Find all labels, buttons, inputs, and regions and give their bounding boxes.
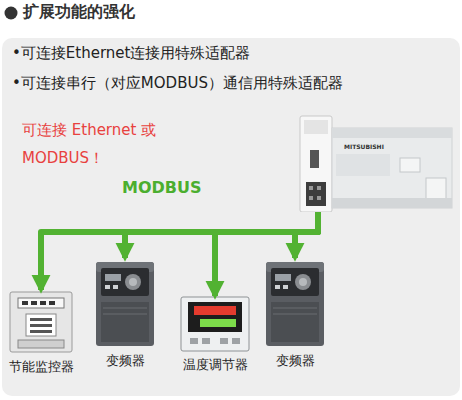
inverter: 变频器: [265, 258, 325, 348]
title-bullet: [5, 7, 18, 20]
device-caption: 节能监控器: [0, 358, 94, 376]
inverter: 变频器: [95, 258, 155, 348]
page-title: 扩展功能的强化: [23, 2, 135, 23]
plc-unit: MITSUBISHI: [296, 108, 454, 212]
device-caption: 变频器: [75, 352, 175, 370]
temperature-controller: 温度调节器: [180, 296, 250, 352]
gray-panel: [2, 38, 460, 396]
modbus-wire: [125, 212, 318, 258]
device-caption: 变频器: [245, 352, 345, 370]
inverter-art: [95, 258, 155, 348]
feature-bullet: •可连接串行（对应MODBUS）通信用特殊适配器: [12, 74, 343, 93]
device-caption: 温度调节器: [160, 356, 270, 374]
feature-bullet: •可连接Ethernet连接用特殊适配器: [12, 44, 250, 63]
modbus-wire: [215, 212, 318, 296]
energy-monitor-art: [8, 290, 74, 354]
bus-name: MODBUS: [122, 178, 202, 197]
brand-text: MITSUBISHI: [344, 143, 384, 150]
energy-monitor: 节能监控器: [8, 290, 74, 354]
red-note: 可连接 Ethernet 或 MODBUS！: [22, 116, 172, 172]
modbus-wire: [295, 212, 318, 258]
temperature-controller-art: [180, 296, 250, 352]
plc-unit-art: [296, 108, 454, 212]
modbus-wire: [41, 212, 318, 290]
inverter-art: [265, 258, 325, 348]
